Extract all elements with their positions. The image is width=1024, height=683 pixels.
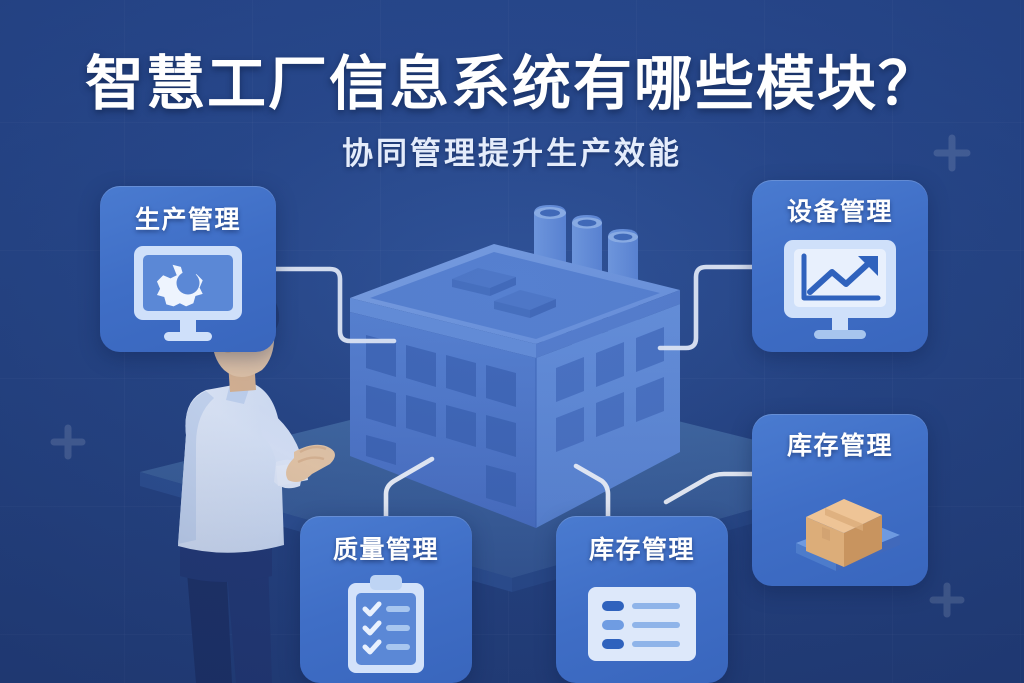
plus-icon	[929, 582, 965, 618]
card-inventory-bottom-label: 库存管理	[588, 536, 695, 564]
card-quality[interactable]: 质量管理	[300, 516, 472, 683]
card-equipment-label: 设备管理	[786, 198, 893, 226]
connector-equipment	[657, 264, 755, 351]
card-equipment[interactable]: 设备管理	[752, 180, 928, 352]
page-subtitle: 协同管理提升生产效能	[342, 136, 682, 171]
card-inventory-right[interactable]: 库存管理	[752, 414, 928, 586]
card-production-label: 生产管理	[134, 206, 241, 234]
monitor-gear-icon	[100, 236, 276, 352]
connector-production	[273, 266, 397, 344]
smokestack-icon	[534, 205, 638, 365]
page-title: 智慧工厂信息系统有哪些模块？	[84, 51, 939, 117]
plus-icon	[50, 424, 86, 460]
monitor-chart-icon	[752, 228, 928, 352]
connector-inventory-right	[663, 471, 755, 505]
cardboard-box-icon	[806, 499, 882, 567]
connector-quality	[383, 456, 435, 519]
connector-lines	[273, 264, 755, 519]
card-inventory-bottom[interactable]: 库存管理	[556, 516, 728, 683]
card-quality-label: 质量管理	[332, 536, 439, 564]
factory-building-icon	[350, 244, 680, 528]
clipboard-check-icon	[300, 566, 472, 683]
connector-inventory-bottom	[573, 463, 611, 519]
card-production[interactable]: 生产管理	[100, 186, 276, 352]
card-inventory-right-label: 库存管理	[786, 432, 893, 460]
list-document-icon	[556, 566, 728, 683]
box-conveyor-icon	[752, 462, 928, 586]
